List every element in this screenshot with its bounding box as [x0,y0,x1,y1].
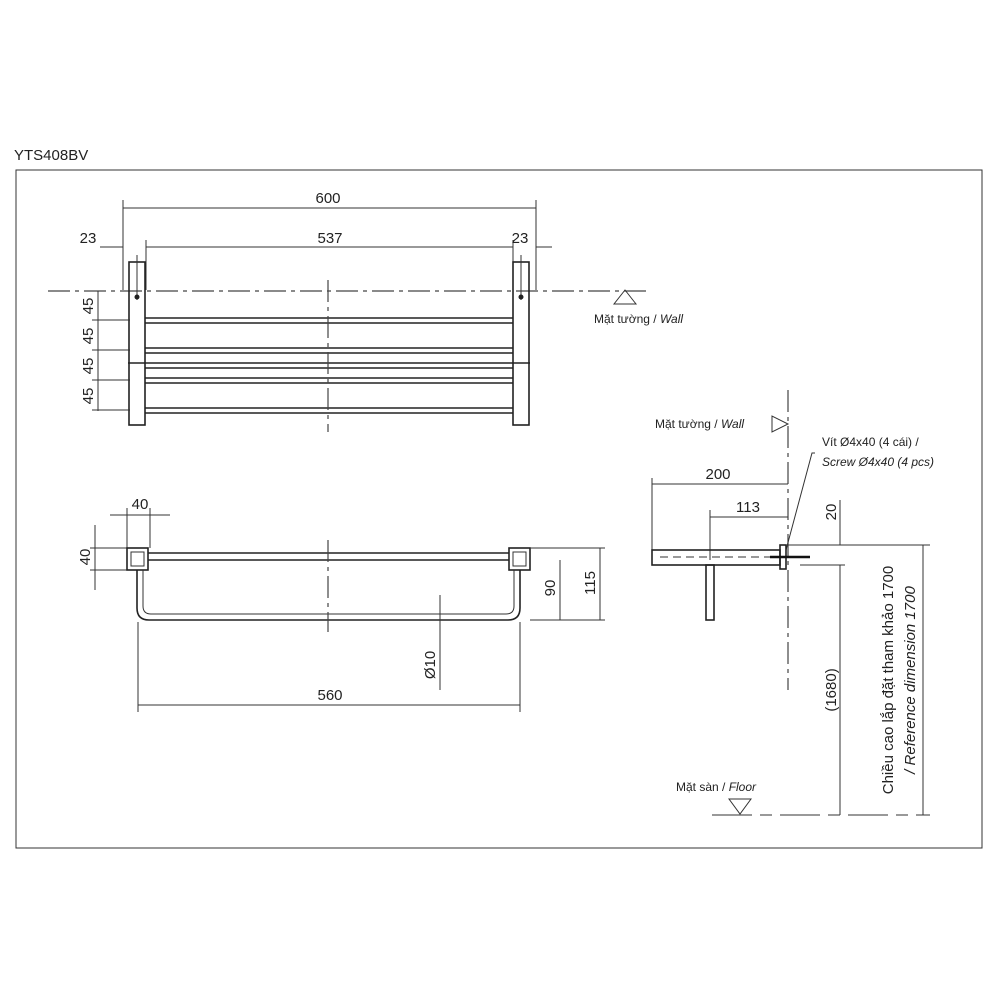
dim-560: 560 [317,687,342,704]
dim-600: 600 [315,190,340,207]
reference-label-vi: Chiều cao lắp đặt tham khảo 1700 [880,566,897,795]
dim-113: 113 [736,499,760,516]
dim-200: 200 [705,466,730,483]
dim-23-right: 23 [512,230,529,247]
screw-label-vi: Vít Ø4x40 (4 cái) / [822,435,919,449]
dim-45: 45 [80,358,97,375]
model-title: YTS408BV [14,147,88,164]
svg-text:Mặt sàn / Floor: Mặt sàn / Floor [676,780,757,794]
svg-text:Mặt tường / Wall: Mặt tường / Wall [655,417,744,431]
dim-23-left: 23 [80,230,97,247]
dim-40-height: 40 [77,549,94,566]
wall-marker-icon [612,289,638,305]
reference-label-en: / Reference dimension 1700 [902,586,919,775]
dim-1680: (1680) [823,668,840,711]
svg-text:Mặt tường / Wall: Mặt tường / Wall [594,312,683,326]
dim-diameter: Ø10 [422,651,439,679]
floor-marker-icon [728,798,752,815]
dim-40-width: 40 [132,496,149,513]
dim-90: 90 [542,580,559,597]
dim-45: 45 [80,388,97,405]
front-view: 40 40 90 115 Ø10 560 [77,496,605,712]
dim-20: 20 [823,504,840,521]
top-view: 600 537 23 23 Mặt tường / Wall 45 45 45 … [48,190,683,432]
dim-45: 45 [80,298,97,315]
dim-537: 537 [317,230,342,247]
wall-marker-icon [771,415,790,433]
rod-side [705,564,715,621]
side-view: Mặt tường / Wall Vít Ø4x40 (4 cái) / Scr… [651,390,934,816]
drawing-frame [15,169,983,849]
screw-label-en: Screw Ø4x40 (4 pcs) [822,455,934,469]
dim-45: 45 [80,328,97,345]
dim-115: 115 [582,571,599,595]
